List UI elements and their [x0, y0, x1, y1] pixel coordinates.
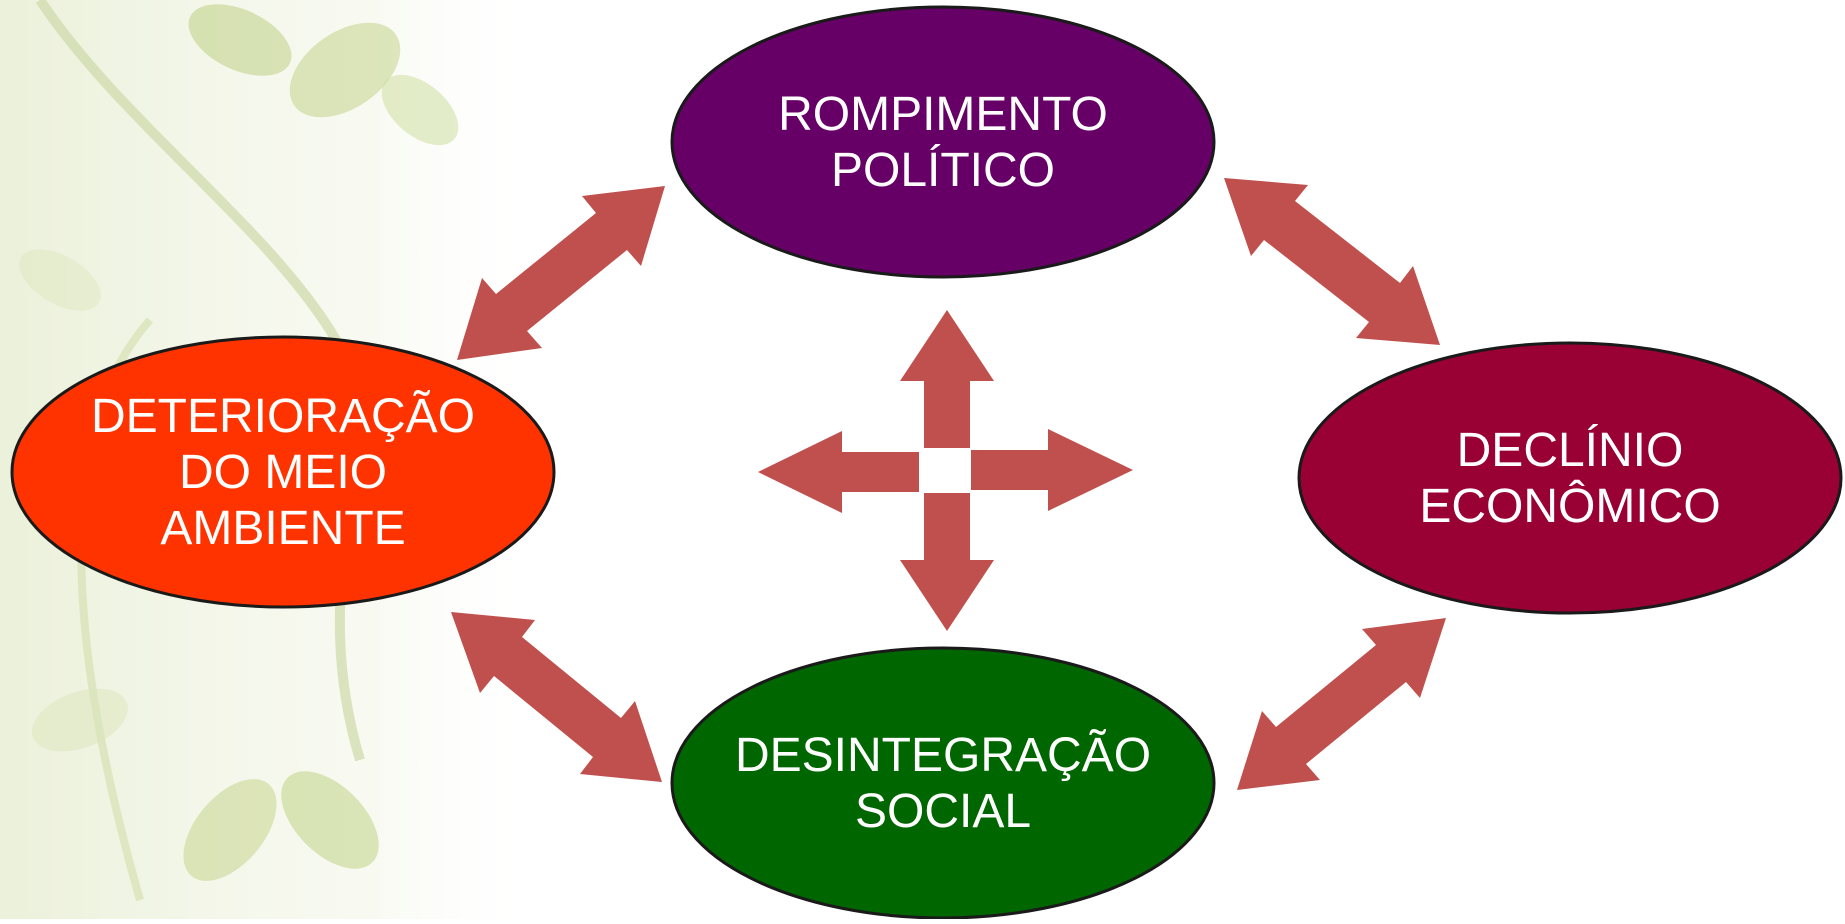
arrow-up	[900, 310, 994, 448]
center-cross-arrows	[758, 310, 1133, 631]
arrow-left	[758, 431, 919, 513]
leaf-icon	[32, 688, 128, 752]
arrow-right	[971, 429, 1133, 511]
political-label-line: POLÍTICO	[831, 144, 1055, 197]
environment-label-line: DO MEIO	[179, 446, 387, 499]
political-ellipse	[670, 5, 1216, 279]
leaf-icon	[183, 779, 277, 881]
social-label-line: SOCIAL	[855, 785, 1031, 838]
environment-label-line: AMBIENTE	[160, 502, 405, 555]
economic-label-line: DECLÍNIO	[1457, 424, 1684, 477]
environment-label-line: DETERIORAÇÃO	[91, 389, 475, 443]
cycle-arrows	[451, 178, 1446, 790]
double-arrow-environment-social	[451, 612, 662, 782]
leaf-icon	[188, 4, 292, 76]
leaf-icon	[381, 74, 459, 146]
social-label-line: DESINTEGRAÇÃO	[735, 728, 1151, 782]
leaf-icon	[281, 771, 379, 869]
environment-ellipse	[10, 335, 556, 609]
leaf-icon	[19, 249, 101, 311]
leaf-icon	[289, 22, 401, 118]
double-arrow-political-economic	[1224, 178, 1440, 345]
economic-ellipse	[1297, 341, 1843, 615]
social-ellipse	[670, 646, 1216, 920]
double-arrow-environment-political	[457, 186, 665, 360]
arrow-down	[900, 493, 994, 631]
double-arrow-economic-social	[1237, 618, 1446, 790]
political-label-line: ROMPIMENTO	[778, 88, 1108, 141]
economic-label-line: ECONÔMICO	[1419, 479, 1720, 533]
